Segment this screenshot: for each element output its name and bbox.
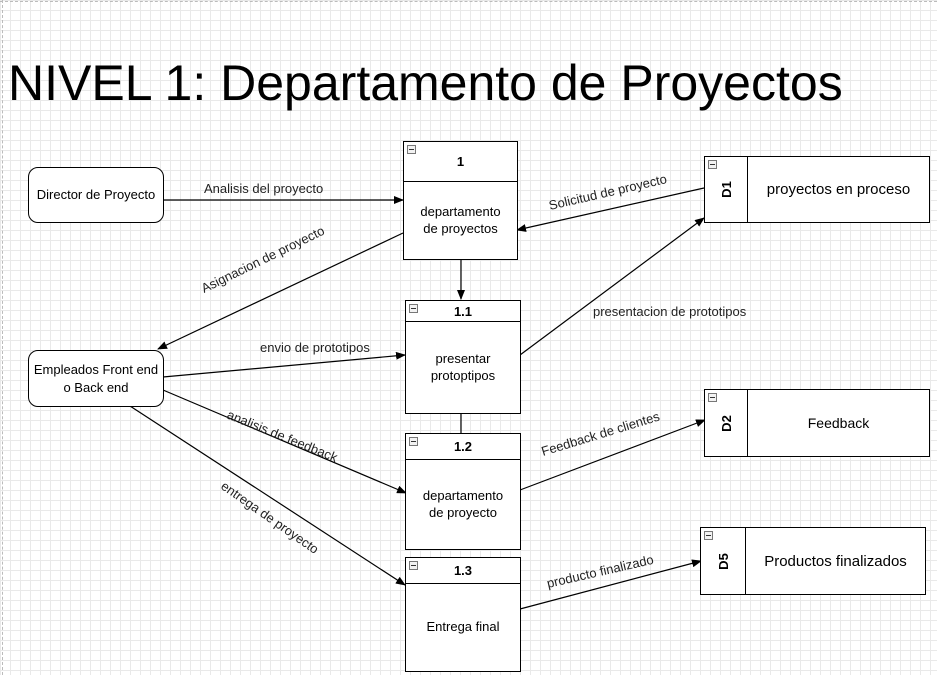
process-1-2-body: departamento de proyecto	[406, 460, 520, 549]
process-1-2-id: 1.2	[453, 439, 473, 454]
datastore-d5-id-cell: D5	[701, 528, 746, 594]
process-1-3-body: Entrega final	[406, 584, 520, 671]
page-border-left	[2, 0, 3, 675]
entity-empleados[interactable]: Empleados Front end o Back end	[28, 350, 164, 407]
label-presentacion-prototipos: presentacion de prototipos	[593, 304, 747, 319]
process-1[interactable]: 1 departamento de proyectos	[403, 141, 518, 260]
process-1-2-label-line1: departamento	[422, 488, 504, 504]
datastore-d1-id: D1	[718, 181, 734, 198]
process-1-2[interactable]: 1.2 departamento de proyecto	[405, 433, 521, 550]
arrow-producto-finalizado	[519, 559, 702, 610]
collapse-icon[interactable]	[409, 561, 418, 570]
collapse-icon[interactable]	[409, 304, 418, 313]
label-producto-finalizado: producto finalizado	[545, 552, 655, 591]
datastore-d5-id: D5	[715, 552, 731, 570]
label-solicitud-proyecto: Solicitud de proyecto	[547, 171, 668, 213]
datastore-d5[interactable]: D5 Productos finalizados	[700, 527, 926, 595]
arrow-asignacion-proyecto	[157, 232, 404, 350]
datastore-d2-name: Feedback	[807, 415, 870, 431]
collapse-icon[interactable]	[704, 531, 713, 540]
datastore-d2-id-cell: D2	[705, 390, 748, 456]
process-1-1-label-line2: protoptipos	[430, 367, 496, 383]
collapse-icon[interactable]	[708, 160, 717, 169]
collapse-icon[interactable]	[409, 437, 418, 446]
datastore-d1-name: proyectos en proceso	[766, 181, 911, 198]
process-1-1-body: presentar protoptipos	[406, 322, 520, 413]
label-entrega-proyecto: entrega de proyecto	[218, 478, 321, 557]
entity-director-proyecto[interactable]: Director de Proyecto	[28, 167, 164, 223]
label-envio-prototipos: envio de prototipos	[260, 340, 370, 355]
datastore-d1-id-cell: D1	[705, 157, 748, 222]
process-1-label-line1: departamento	[420, 204, 501, 220]
process-1-id: 1	[456, 154, 465, 169]
process-1-2-label-line2: de proyecto	[429, 504, 497, 520]
entity-director-label: Director de Proyecto	[36, 187, 156, 203]
page-border-top	[0, 1, 937, 2]
entity-empleados-label-line1: Empleados Front end	[33, 361, 159, 377]
arrow-analisis-feedback	[162, 389, 407, 494]
process-1-label-line2: de proyectos	[423, 220, 498, 236]
datastore-d5-name-cell: Productos finalizados	[746, 528, 925, 594]
arrow-entrega-proyecto	[129, 405, 406, 586]
datastore-d5-name: Productos finalizados	[764, 552, 907, 570]
datastore-d1[interactable]: D1 proyectos en proceso	[704, 156, 930, 223]
process-1-1-header: 1.1	[406, 301, 520, 322]
label-feedback-clientes: Feedback de clientes	[539, 408, 661, 458]
process-1-2-header: 1.2	[406, 434, 520, 460]
collapse-icon[interactable]	[407, 145, 416, 154]
arrow-feedback-clientes	[519, 419, 706, 491]
process-1-1[interactable]: 1.1 presentar protoptipos	[405, 300, 521, 414]
process-1-3-header: 1.3	[406, 558, 520, 584]
datastore-d2[interactable]: D2 Feedback	[704, 389, 930, 457]
collapse-icon[interactable]	[708, 393, 717, 402]
process-1-3-label: Entrega final	[426, 619, 500, 635]
process-1-1-id: 1.1	[453, 303, 473, 319]
datastore-d2-id: D2	[718, 414, 734, 432]
label-analisis-proyecto: Analisis del proyecto	[204, 181, 323, 196]
entity-empleados-label-line2: o Back end	[63, 379, 129, 395]
label-asignacion-proyecto: Asignacion de proyecto	[199, 223, 327, 296]
process-1-3[interactable]: 1.3 Entrega final	[405, 557, 521, 672]
process-1-body: departamento de proyectos	[404, 182, 517, 259]
arrow-solicitud-proyecto	[516, 187, 705, 232]
process-1-1-label-line1: presentar	[435, 351, 491, 367]
label-analisis-feedback: analisis de feedback	[225, 407, 340, 465]
datastore-d2-name-cell: Feedback	[748, 390, 929, 456]
diagram-title: NIVEL 1: Departamento de Proyectos	[8, 55, 843, 111]
process-1-header: 1	[404, 142, 517, 182]
process-1-3-id: 1.3	[453, 563, 473, 578]
arrow-envio-prototipos	[162, 351, 406, 378]
datastore-d1-name-cell: proyectos en proceso	[748, 157, 929, 222]
arrow-presentacion-prototipos	[519, 217, 705, 356]
